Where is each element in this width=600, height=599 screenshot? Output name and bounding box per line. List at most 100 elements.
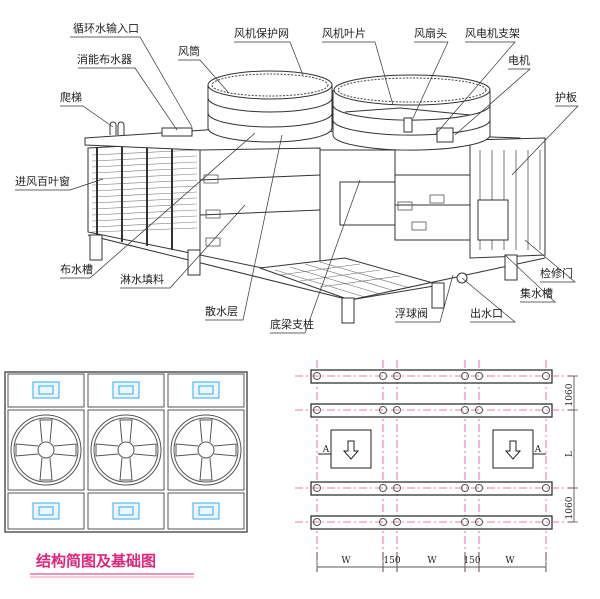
fan-cell: [87, 409, 165, 491]
vent-icon: [32, 502, 60, 520]
vent-icon: [32, 381, 60, 399]
foundation-beam: [310, 481, 553, 496]
access-door: [477, 199, 509, 241]
fan-blade-icon: [213, 443, 237, 457]
label-distributor: 消能布水器: [77, 52, 132, 66]
label-fan-blade: 风机叶片: [322, 26, 366, 40]
arrow-down-icon: [342, 440, 360, 460]
label-spray-layer: 散水层: [205, 304, 238, 318]
vent-cell: [7, 373, 85, 408]
fan-stack-right: [332, 74, 491, 151]
fan-stack-left: [207, 70, 333, 143]
diagram-title: 结构简图及基础图: [36, 552, 156, 570]
louver-slats: [91, 149, 198, 233]
label-motor-bracket: 风电机支架: [465, 26, 520, 40]
section-mark-right: A: [534, 445, 542, 455]
vent-cell: [167, 373, 245, 408]
plan-view: [4, 371, 248, 533]
louver-posts: [96, 144, 173, 250]
inner-basin: [339, 181, 396, 226]
anchor-bolt: [379, 406, 387, 414]
dim-middle: L: [565, 451, 575, 457]
label-fill: 淋水填料: [120, 272, 164, 286]
fan-blade-icon: [15, 443, 39, 457]
anchor-bolt: [393, 372, 401, 380]
anchor-bolt: [393, 406, 401, 414]
vent-cell: [87, 373, 165, 408]
label-basin: 布水槽: [60, 263, 93, 276]
anchor-bolt: [379, 518, 387, 526]
anchor-bolt: [461, 518, 469, 526]
fan-ring: [170, 414, 242, 486]
anchor-bolt: [393, 484, 401, 492]
fan-ring: [90, 414, 162, 486]
anchor-bolt: [313, 518, 321, 526]
label-motor: 电机: [508, 53, 530, 67]
vent-icon: [112, 381, 140, 399]
vent-icon: [112, 502, 140, 520]
fan-blade-icon: [95, 443, 119, 457]
vent-icon: [192, 381, 220, 399]
dim-gap-1: 150: [383, 556, 400, 566]
label-collect-basin: 集水槽: [520, 286, 553, 300]
motor: [436, 127, 454, 143]
dim-width-2: W: [427, 556, 437, 566]
dim-width-3: W: [505, 556, 515, 566]
anchor-bolt: [475, 406, 483, 414]
anchor-bolt: [542, 406, 550, 414]
isometric-view: [84, 70, 546, 324]
label-fan-hub: 风扇头: [414, 26, 447, 40]
anchor-bolt: [461, 406, 469, 414]
fan-cell: [167, 409, 245, 491]
fan-blade-icon: [119, 419, 133, 443]
fan-ring-inner: [173, 417, 239, 483]
fan-blade-icon: [199, 457, 213, 481]
vent-cell: [167, 492, 245, 530]
foundation-view: [295, 360, 578, 572]
label-ladder: 爬梯: [60, 91, 82, 104]
anchor-bolt: [313, 406, 321, 414]
anchor-bolt: [313, 484, 321, 492]
distributor: [161, 127, 193, 137]
fan-hub-icon: [197, 441, 215, 459]
arrow-down-icon: [504, 440, 522, 460]
label-access-door: 检修门: [540, 266, 573, 280]
foundation-dimensions: 1060 L 1060 W 150 W 150 W A A: [322, 383, 575, 566]
label-base-column: 底梁支柱: [270, 317, 314, 331]
fan-ring: [10, 414, 82, 486]
anchor-bolt: [542, 484, 550, 492]
foundation-beam: [310, 369, 553, 384]
anchor-bolt: [475, 372, 483, 380]
fan-hub: [403, 117, 413, 133]
anchor-bolt: [542, 372, 550, 380]
fan-blade-icon: [133, 443, 157, 457]
dim-gap-2: 150: [463, 556, 480, 566]
anchor-bolt: [313, 372, 321, 380]
fan-ring-inner: [93, 417, 159, 483]
foundation-beam: [310, 515, 553, 530]
fan-blade-icon: [39, 419, 53, 443]
fan-blade-icon: [53, 443, 77, 457]
fan-blade-icon: [119, 457, 133, 481]
label-louver: 进风百叶窗: [15, 174, 70, 188]
foundation-beam: [310, 403, 553, 418]
fan-blade-icon: [199, 419, 213, 443]
anchor-bolt: [379, 372, 387, 380]
vent-icon-inner: [38, 385, 54, 395]
anchor-bolt: [393, 518, 401, 526]
vent-icon-inner: [198, 385, 214, 395]
vent-icon-inner: [118, 506, 134, 516]
vent-icon-inner: [198, 506, 214, 516]
anchor-bolt: [461, 484, 469, 492]
anchor-bolt: [542, 518, 550, 526]
base-column: [89, 234, 103, 261]
dim-width-1: W: [341, 556, 351, 566]
vent-cell: [7, 492, 85, 530]
callout-leaders: [15, 36, 579, 334]
vent-icon-inner: [118, 385, 134, 395]
anchor-bolt: [475, 518, 483, 526]
label-inlet: 循环水输入口: [73, 21, 139, 35]
fan-ring-inner: [13, 417, 79, 483]
vent-icon-inner: [38, 506, 54, 516]
fan-blade-icon: [39, 457, 53, 481]
